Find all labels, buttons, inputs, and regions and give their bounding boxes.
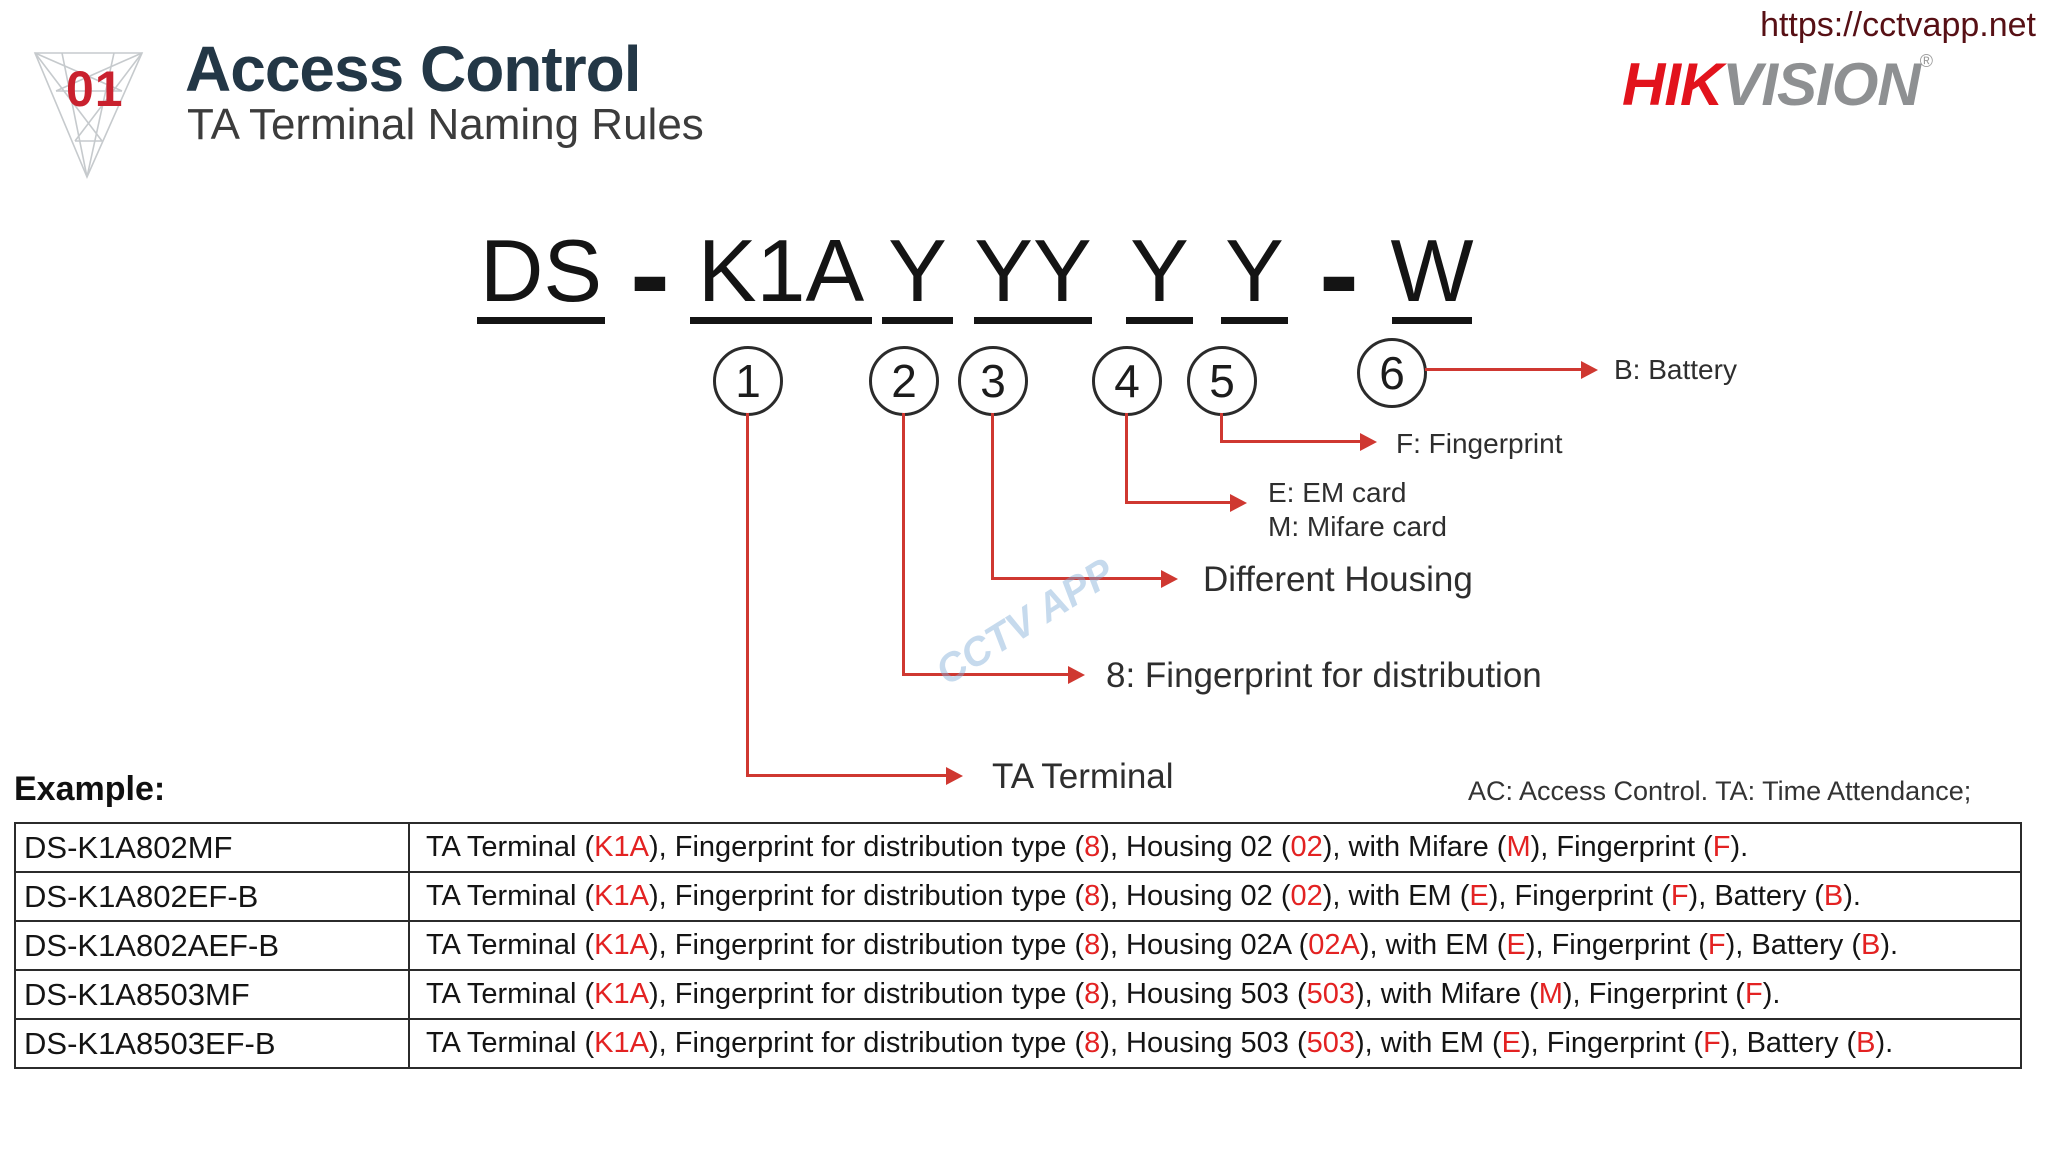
description-cell: TA Terminal (K1A), Fingerprint for distr… (426, 978, 1781, 1010)
position-circle-1: 1 (713, 346, 783, 416)
model-cell: DS-K1A8503MF (16, 971, 410, 1018)
callout-line-1-horizontal (746, 774, 946, 777)
code-segment-prefix: DS (477, 225, 605, 324)
position-circle-2: 2 (869, 346, 939, 416)
callout-line-5-horizontal (1220, 440, 1360, 443)
callout-label-ta-terminal: TA Terminal (992, 757, 1174, 796)
triangle-mesh-logo (33, 52, 144, 180)
callout-line-5-vertical (1220, 413, 1223, 442)
arrowhead-4 (1230, 494, 1247, 512)
callout-line-3-horizontal (991, 577, 1161, 580)
callout-line-2-horizontal (902, 673, 1068, 676)
callout-line-4-vertical (1125, 413, 1128, 503)
code-dash: - (630, 207, 670, 341)
description-cell: TA Terminal (K1A), Fingerprint for distr… (426, 831, 1749, 863)
callout-line-6-horizontal (1425, 368, 1581, 371)
arrowhead-5 (1360, 433, 1377, 451)
code-segment-housing: YY (974, 225, 1092, 324)
page-subtitle: TA Terminal Naming Rules (187, 100, 704, 149)
slide-number: 01 (66, 61, 124, 117)
description-cell: TA Terminal (K1A), Fingerprint for distr… (426, 929, 1899, 961)
code-segment-battery: W (1390, 225, 1474, 324)
abbreviation-footnote: AC: Access Control. TA: Time Attendance; (1468, 776, 1972, 806)
arrowhead-6 (1581, 361, 1598, 379)
example-heading: Example: (14, 770, 166, 808)
code-segment-fingerprint: Y (1221, 225, 1288, 324)
model-cell: DS-K1A802MF (16, 824, 410, 871)
arrowhead-3 (1161, 570, 1178, 588)
table-row: DS-K1A802AEF-B TA Terminal (K1A), Fingerp… (16, 922, 2020, 971)
hikvision-logo: HIKVISION® (1622, 50, 1933, 119)
table-row: DS-K1A8503EF-B TA Terminal (K1A), Fingerp… (16, 1020, 2020, 1067)
brand-suffix: VISION (1722, 51, 1920, 118)
brand-prefix: HIK (1622, 51, 1723, 118)
callout-line-3-vertical (991, 413, 994, 579)
code-segment-series: K1A (690, 225, 872, 324)
callout-label-em-card: E: EM card (1268, 477, 1407, 508)
position-circle-5: 5 (1187, 346, 1257, 416)
page-title: Access Control (185, 33, 641, 105)
callout-label-different-housing: Different Housing (1203, 560, 1473, 599)
table-row: DS-K1A802MF TA Terminal (K1A), Fingerprin… (16, 824, 2020, 873)
arrowhead-1 (946, 767, 963, 785)
callout-label-fingerprint: F: Fingerprint (1396, 428, 1563, 459)
callout-label-battery: B: Battery (1614, 354, 1737, 385)
description-cell: TA Terminal (K1A), Fingerprint for distr… (426, 880, 1861, 912)
site-url: https://cctvapp.net (1760, 6, 2036, 44)
callout-label-mifare-card: M: Mifare card (1268, 511, 1447, 542)
callout-label-fingerprint-distribution: 8: Fingerprint for distribution (1106, 656, 1542, 695)
table-row: DS-K1A8503MF TA Terminal (K1A), Fingerpri… (16, 971, 2020, 1020)
model-cell: DS-K1A802EF-B (16, 873, 410, 920)
arrowhead-2 (1068, 666, 1085, 684)
description-cell: TA Terminal (K1A), Fingerprint for distr… (426, 1027, 1894, 1059)
code-dash-2: - (1319, 207, 1359, 341)
callout-line-4-horizontal (1125, 501, 1230, 504)
table-row: DS-K1A802EF-B TA Terminal (K1A), Fingerpr… (16, 873, 2020, 922)
callout-line-1-vertical (746, 413, 749, 776)
code-segment-type: Y (882, 225, 953, 324)
code-segment-card: Y (1126, 225, 1193, 324)
callout-line-2-vertical (902, 413, 905, 675)
registered-mark: ® (1919, 51, 1933, 71)
position-circle-3: 3 (958, 346, 1028, 416)
model-cell: DS-K1A8503EF-B (16, 1020, 410, 1067)
position-circle-4: 4 (1092, 346, 1162, 416)
position-circle-6: 6 (1357, 338, 1427, 408)
model-cell: DS-K1A802AEF-B (16, 922, 410, 969)
example-table: DS-K1A802MF TA Terminal (K1A), Fingerprin… (14, 822, 2022, 1069)
